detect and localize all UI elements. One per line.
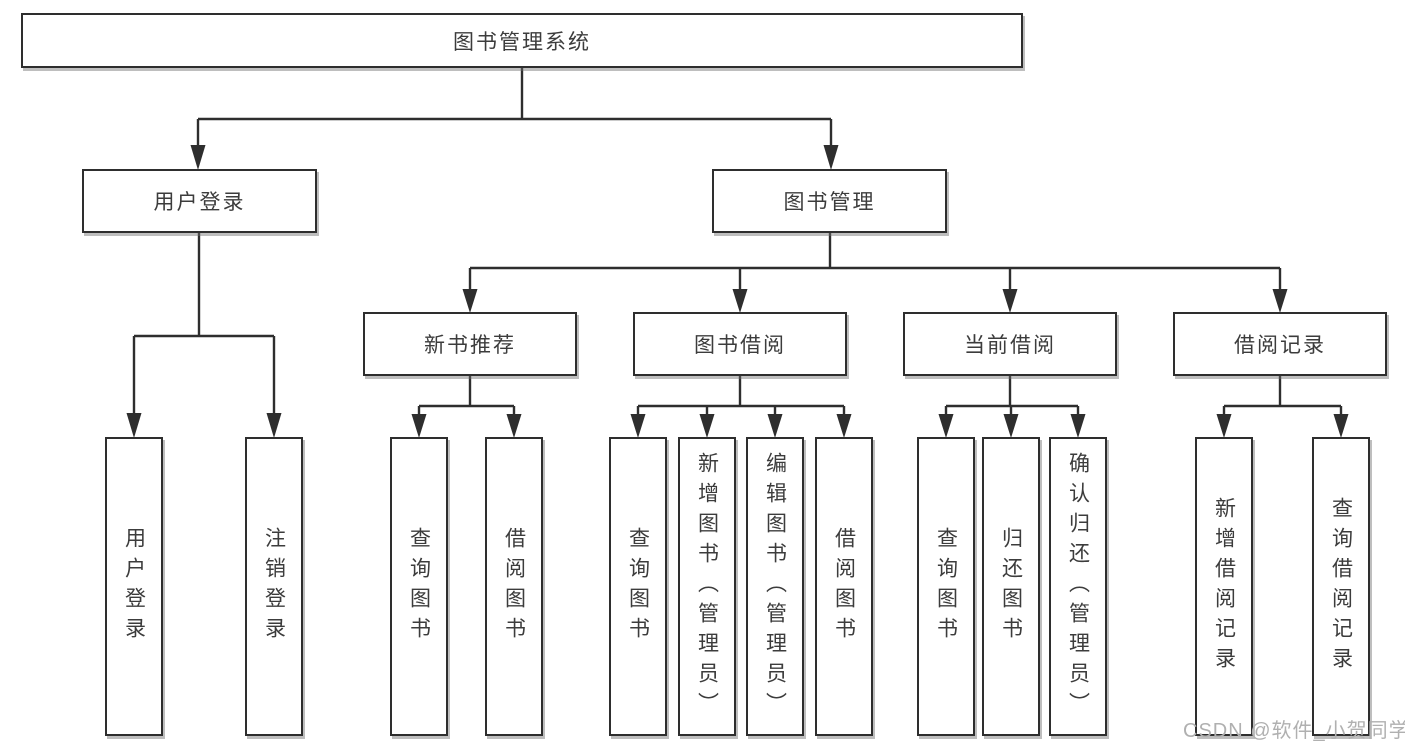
node-borrow-records: 借阅记录 — [1173, 312, 1387, 376]
node-leaf-edit-books-admin-label: 编辑图书（管理员） — [763, 451, 787, 722]
node-leaf-query-books-borrow: 查询图书 — [609, 437, 667, 736]
node-current-borrow-label: 当前借阅 — [964, 334, 1056, 357]
node-leaf-query-books-current: 查询图书 — [917, 437, 975, 736]
node-new-book-recommend-label: 新书推荐 — [424, 334, 516, 357]
node-leaf-user-login: 用户登录 — [105, 437, 163, 736]
node-leaf-add-borrow-record-label: 新增借阅记录 — [1212, 496, 1236, 677]
node-leaf-query-books-current-label: 查询图书 — [934, 526, 958, 647]
node-leaf-return-books: 归还图书 — [982, 437, 1040, 736]
node-leaf-add-borrow-record: 新增借阅记录 — [1195, 437, 1253, 736]
node-leaf-confirm-return-admin-label: 确认归还（管理员） — [1066, 451, 1090, 722]
node-leaf-query-books-recommend-label: 查询图书 — [407, 526, 431, 647]
node-book-borrow: 图书借阅 — [633, 312, 847, 376]
node-leaf-borrow-books-label: 借阅图书 — [832, 526, 856, 647]
node-leaf-borrow-books-recommend: 借阅图书 — [485, 437, 543, 736]
node-leaf-add-books-admin-label: 新增图书（管理员） — [695, 451, 719, 722]
node-library-system-label: 图书管理系统 — [453, 30, 591, 54]
node-user-login-label: 用户登录 — [153, 191, 246, 214]
node-leaf-edit-books-admin: 编辑图书（管理员） — [746, 437, 804, 736]
node-leaf-return-books-label: 归还图书 — [999, 526, 1023, 647]
node-leaf-query-borrow-record: 查询借阅记录 — [1312, 437, 1370, 736]
node-book-management: 图书管理 — [712, 169, 947, 233]
watermark: CSDN @软件_小贺同学 — [1183, 720, 1405, 742]
node-book-management-label: 图书管理 — [783, 191, 876, 214]
node-leaf-borrow-books-recommend-label: 借阅图书 — [502, 526, 526, 647]
node-user-login: 用户登录 — [82, 169, 317, 233]
node-library-system: 图书管理系统 — [21, 13, 1023, 68]
node-leaf-logout: 注销登录 — [245, 437, 303, 736]
node-book-borrow-label: 图书借阅 — [694, 334, 786, 357]
node-current-borrow: 当前借阅 — [903, 312, 1117, 376]
node-leaf-confirm-return-admin: 确认归还（管理员） — [1049, 437, 1107, 736]
node-leaf-add-books-admin: 新增图书（管理员） — [678, 437, 736, 736]
node-leaf-logout-label: 注销登录 — [262, 526, 286, 647]
node-leaf-query-borrow-record-label: 查询借阅记录 — [1329, 496, 1353, 677]
node-new-book-recommend: 新书推荐 — [363, 312, 577, 376]
node-leaf-user-login-label: 用户登录 — [122, 526, 146, 647]
node-leaf-query-books-recommend: 查询图书 — [390, 437, 448, 736]
node-leaf-borrow-books: 借阅图书 — [815, 437, 873, 736]
node-borrow-records-label: 借阅记录 — [1234, 334, 1326, 357]
node-leaf-query-books-borrow-label: 查询图书 — [626, 526, 650, 647]
